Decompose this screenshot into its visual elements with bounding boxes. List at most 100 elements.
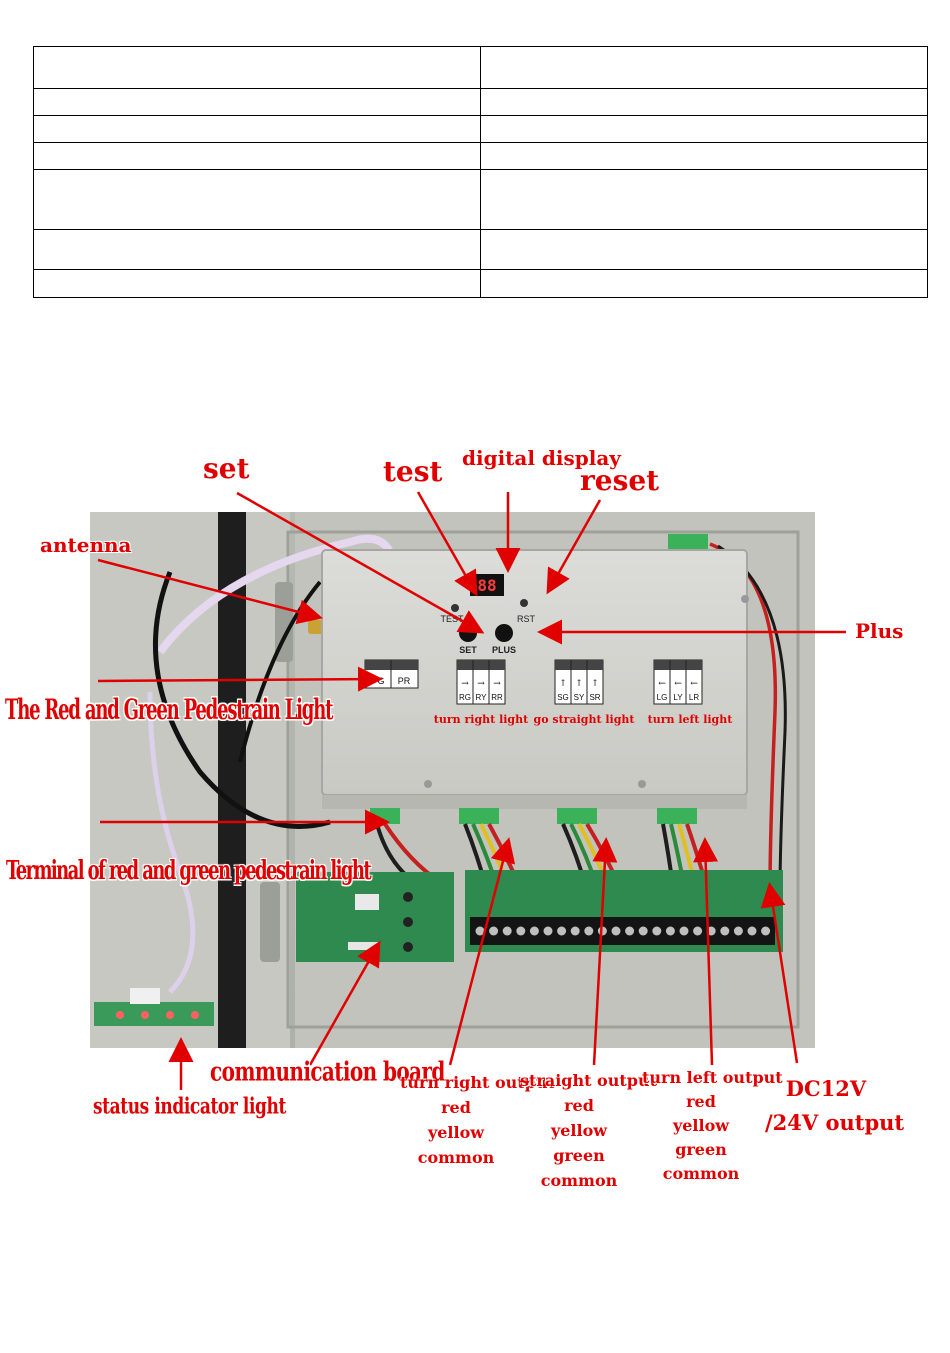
table-cell bbox=[33, 269, 481, 298]
caption-straight-output: straight output red yellow green common bbox=[520, 1068, 657, 1193]
spec-table bbox=[33, 46, 928, 298]
board-terminal bbox=[403, 942, 413, 952]
ped-terminal-block bbox=[370, 808, 400, 824]
caption-line: straight output bbox=[520, 1071, 657, 1090]
terminal-screw bbox=[720, 926, 730, 936]
terminal-screw bbox=[557, 926, 567, 936]
terminal-screw bbox=[570, 926, 580, 936]
turn-right-light-group: → → → RG RY RR bbox=[456, 659, 506, 705]
rst-label: RST bbox=[517, 614, 536, 624]
status-led bbox=[191, 1011, 199, 1019]
table-row bbox=[33, 229, 928, 270]
set-label: SET bbox=[459, 645, 477, 655]
terminal-screw bbox=[543, 926, 553, 936]
controller-photo: 88 TEST RST SET PLUS PG PR → → → RG RY R… bbox=[90, 512, 815, 1048]
caption-line: DC12V bbox=[785, 1076, 867, 1101]
arrow-left-icon: ← bbox=[658, 679, 666, 689]
table-cell bbox=[480, 169, 928, 230]
status-led bbox=[166, 1011, 174, 1019]
label-ry: RY bbox=[476, 693, 488, 702]
terminal-screw bbox=[584, 926, 594, 936]
caption-turn-right-light: turn right light bbox=[434, 713, 529, 726]
label-ped-light: The Red and Green Pedestrain Light bbox=[5, 694, 333, 727]
caption-line: yellow bbox=[550, 1121, 608, 1140]
caption-line: /24V output bbox=[765, 1110, 905, 1135]
caption-turn-left-output: turn left output red yellow green common bbox=[642, 1066, 783, 1186]
rst-led bbox=[520, 599, 528, 607]
turn-left-light-group: ← ← ← LG LY LR bbox=[653, 659, 703, 705]
arrow-up-icon: ↑ bbox=[591, 679, 599, 689]
label-lr: LR bbox=[689, 693, 699, 702]
enclosure-frame bbox=[286, 530, 800, 1029]
terminal-screw bbox=[747, 926, 757, 936]
table-cell bbox=[33, 142, 481, 170]
test-label: TEST bbox=[440, 614, 464, 624]
caption-line: red bbox=[564, 1096, 594, 1115]
label-antenna: antenna bbox=[40, 533, 132, 557]
arrow-left-icon: ← bbox=[674, 679, 682, 689]
terminal-screw bbox=[529, 926, 539, 936]
board-terminal bbox=[403, 892, 413, 902]
caption-line: turn left output bbox=[642, 1068, 783, 1087]
label-comm-board: communication board bbox=[210, 1056, 445, 1088]
label-sy: SY bbox=[574, 693, 585, 702]
arrow-left-icon: ← bbox=[690, 679, 698, 689]
board-terminal bbox=[403, 917, 413, 927]
screw bbox=[424, 780, 432, 788]
table-cell bbox=[33, 88, 481, 116]
hinge-bottom bbox=[260, 882, 280, 962]
terminal-screw bbox=[665, 926, 675, 936]
table-row bbox=[33, 88, 928, 116]
arrow-right-icon: → bbox=[477, 679, 485, 689]
terminal-screw bbox=[679, 926, 689, 936]
terminal-screw bbox=[733, 926, 743, 936]
table-cell bbox=[480, 229, 928, 270]
enclosure-door bbox=[90, 512, 290, 1048]
plus-label: PLUS bbox=[492, 645, 516, 655]
caption-line: yellow bbox=[672, 1116, 730, 1135]
right-terminal-block bbox=[459, 808, 499, 824]
table-cell bbox=[480, 46, 928, 89]
table-row bbox=[33, 269, 928, 298]
ped-label-pr: PR bbox=[398, 676, 411, 686]
table-cell bbox=[33, 169, 481, 230]
label-ly: LY bbox=[673, 693, 683, 702]
set-button[interactable] bbox=[459, 624, 477, 642]
black-power-wire bbox=[717, 544, 787, 893]
display-digits: 88 bbox=[477, 576, 496, 595]
table-row bbox=[33, 46, 928, 89]
caption-line: green bbox=[675, 1140, 727, 1159]
black-cable bbox=[153, 571, 331, 829]
terminal-screw bbox=[638, 926, 648, 936]
caption-line: turn right output bbox=[400, 1073, 555, 1092]
straight-terminal-block bbox=[557, 808, 597, 824]
label-lg: LG bbox=[657, 693, 668, 702]
pedestrian-light-group: PG PR bbox=[364, 659, 419, 689]
status-led bbox=[116, 1011, 124, 1019]
table-cell bbox=[480, 269, 928, 298]
arrow-up-icon: ↑ bbox=[575, 679, 583, 689]
status-led bbox=[141, 1011, 149, 1019]
board-component bbox=[355, 894, 379, 910]
caption-line: yellow bbox=[427, 1123, 485, 1142]
controller-box-edge bbox=[322, 795, 747, 809]
table-cell bbox=[33, 229, 481, 270]
label-sg: SG bbox=[557, 693, 569, 702]
terminal-screw bbox=[597, 926, 607, 936]
table-cell bbox=[33, 46, 481, 89]
caption-line: common bbox=[540, 1171, 618, 1190]
terminal-screw bbox=[489, 926, 499, 936]
label-digital-display: digital display bbox=[462, 446, 621, 470]
terminal-screw bbox=[625, 926, 635, 936]
table-cell bbox=[480, 115, 928, 143]
status-led-connector bbox=[130, 988, 160, 1004]
plus-button[interactable] bbox=[495, 624, 513, 642]
label-ped-terminal: Terminal of red and green pedestrain lig… bbox=[6, 856, 372, 887]
caption-turn-right-output: turn right output red yellow common bbox=[400, 1070, 555, 1170]
label-status-light: status indicator light bbox=[93, 1094, 286, 1120]
table-row bbox=[33, 142, 928, 170]
caption-dc-output: DC12V /24V output bbox=[765, 1072, 905, 1140]
caption-line: red bbox=[686, 1092, 716, 1111]
arrow-right-icon: → bbox=[461, 679, 469, 689]
label-set: set bbox=[203, 452, 250, 485]
